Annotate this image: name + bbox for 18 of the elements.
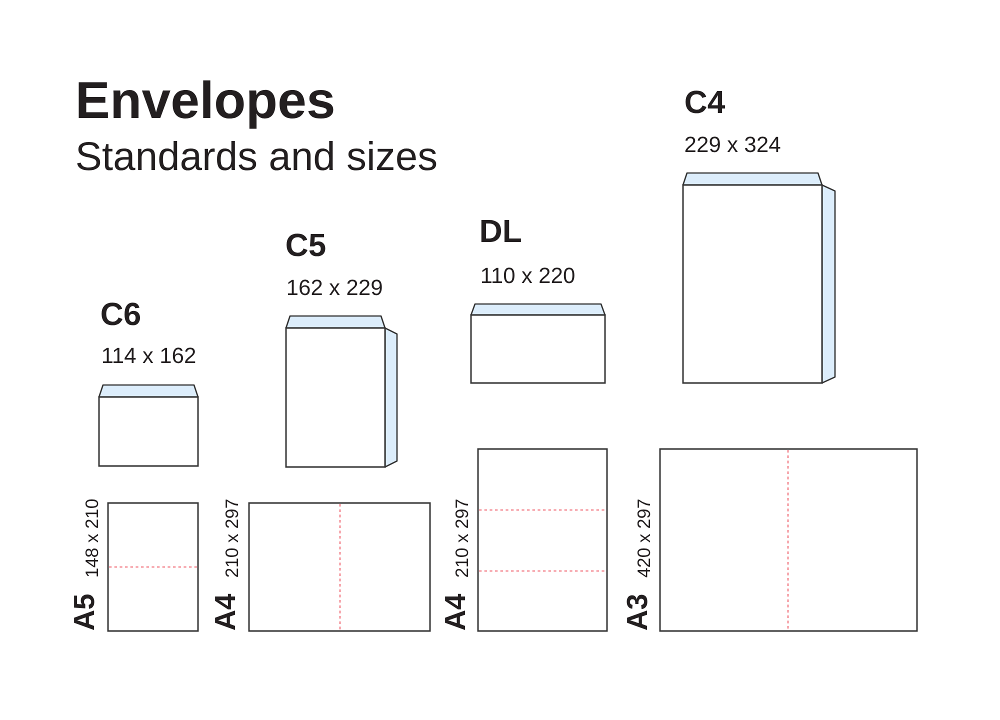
size-heading: C5 (286, 234, 326, 256)
title: Envelopes (78, 80, 334, 129)
size-heading: A3 (626, 594, 648, 630)
dimension-label: 420 x 297 (637, 500, 650, 578)
subtitle: Standards and sizes (77, 141, 436, 170)
dimension-label: 114 x 162 (102, 348, 196, 364)
dimension-label: 210 x 297 (455, 500, 468, 577)
dimension-label: 148 x 210 (85, 499, 98, 576)
dimension-label: 162 x 229 (288, 280, 382, 296)
size-heading: C6 (102, 302, 140, 326)
size-heading: DL (481, 220, 521, 242)
size-heading: A4 (215, 594, 235, 630)
dimension-label: 210 x 297 (225, 500, 238, 577)
dimension-label: 229 x 324 (685, 136, 780, 152)
dimension-label: 110 x 220 (482, 268, 574, 284)
size-heading: A5 (74, 594, 94, 630)
size-heading: C4 (686, 90, 725, 114)
size-heading: A4 (445, 594, 465, 630)
